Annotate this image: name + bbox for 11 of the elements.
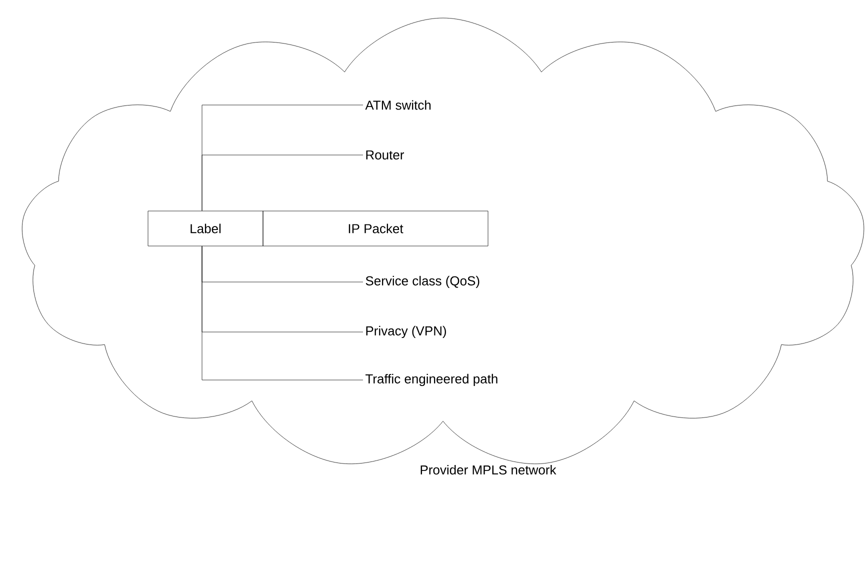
packet-field: IP Packet bbox=[262, 210, 488, 246]
leader-label: Traffic engineered path bbox=[366, 374, 498, 386]
leader-line bbox=[202, 246, 364, 380]
cloud-shape bbox=[22, 18, 864, 464]
packet-field: Label bbox=[148, 210, 264, 246]
leader-label: Privacy (VPN) bbox=[366, 326, 446, 338]
leader-label: ATM switch bbox=[365, 100, 431, 110]
leader-label: Service class (QoS) bbox=[366, 276, 480, 288]
leader-label: Router bbox=[366, 150, 404, 160]
leader-line bbox=[202, 154, 364, 211]
node-label: Provider MPLS network bbox=[420, 465, 556, 475]
